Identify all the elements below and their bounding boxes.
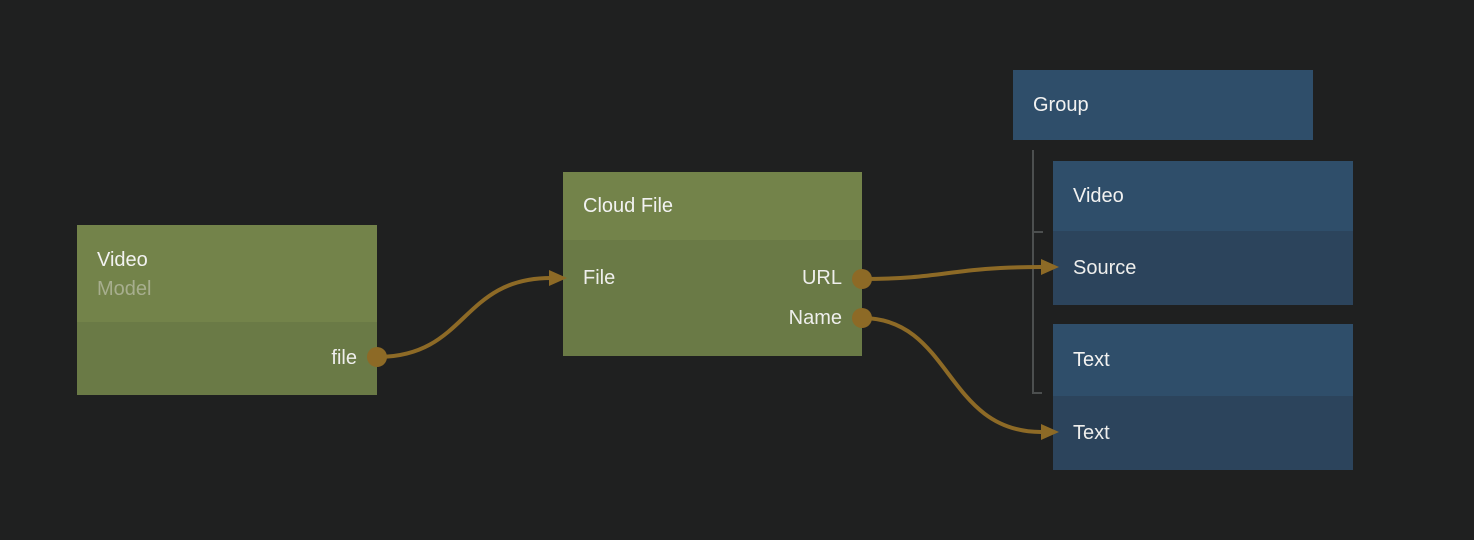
node-group-header: Group: [1013, 70, 1313, 140]
group-tree-line: [1032, 150, 1042, 394]
node-video-body: Source: [1053, 231, 1353, 305]
output-port-label-url: URL: [801, 266, 842, 289]
input-port-label-source: Source: [1073, 256, 1137, 279]
node-title: Video: [97, 248, 148, 271]
node-subtitle: Model: [97, 277, 152, 300]
node-cloud-file-header: Cloud File: [563, 172, 862, 240]
node-cloud-file[interactable]: Cloud File File URL Name: [563, 172, 862, 356]
input-port-label-file: File: [583, 266, 616, 289]
node-video-model-header: Video Model: [77, 225, 377, 322]
node-video-model[interactable]: Video Model file: [77, 225, 377, 395]
node-title: Text: [1073, 349, 1110, 371]
node-title: Cloud File: [583, 195, 674, 217]
node-title: Group: [1033, 94, 1089, 116]
node-text[interactable]: Text Text: [1053, 324, 1353, 470]
node-video-model-body: file: [77, 322, 377, 395]
input-port-label-text: Text: [1073, 421, 1110, 444]
node-title: Video: [1073, 185, 1124, 207]
node-video-header: Video: [1053, 161, 1353, 231]
wire-name-to-texttext[interactable]: [860, 316, 1043, 434]
wire-url-to-videosource[interactable]: [860, 265, 1043, 281]
node-video[interactable]: Video Source: [1053, 161, 1353, 305]
node-text-header: Text: [1053, 324, 1353, 396]
wire-videofile-to-cloudfile[interactable]: [375, 276, 553, 359]
output-port-label-file: file: [331, 347, 357, 369]
node-text-body: Text: [1053, 396, 1353, 470]
node-cloud-file-body: File URL Name: [563, 240, 862, 356]
output-port-label-name: Name: [788, 306, 842, 329]
node-group[interactable]: Group: [1013, 70, 1313, 140]
